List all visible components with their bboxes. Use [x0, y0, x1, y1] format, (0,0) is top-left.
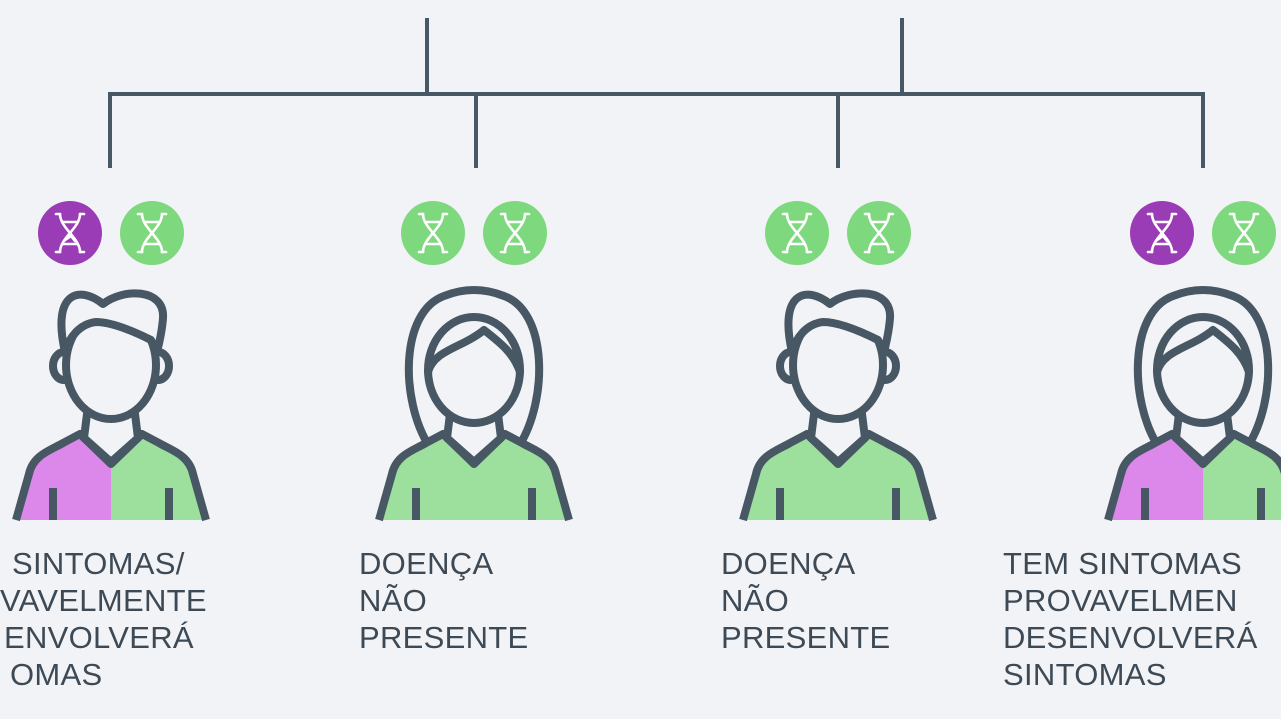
caption-child-2: DOENÇA NÃO PRESENTE — [359, 545, 529, 656]
dna-strand — [58, 212, 82, 254]
shirt — [379, 434, 569, 520]
caption-line: DOENÇA — [721, 546, 856, 581]
hair — [57, 289, 167, 356]
dna-strand — [421, 212, 445, 254]
family-tree-connectors — [108, 18, 1205, 168]
caption-line: TEM SINTOMAS — [1003, 546, 1242, 581]
dna-normal-icon — [1212, 201, 1276, 265]
caption-line: NÃO — [359, 583, 428, 618]
dna-strand — [785, 212, 809, 254]
caption-line: PRESENTE — [359, 620, 529, 655]
fringe — [1153, 326, 1253, 376]
caption-line: PRESENTE — [721, 620, 891, 655]
caption-child-3: DOENÇA NÃO PRESENTE — [721, 545, 891, 656]
caption-line: SINTOMAS/ — [12, 546, 185, 581]
dna-strand — [867, 212, 891, 254]
children-figures — [12, 201, 1281, 522]
caption-line: PROVAVELMEN — [1003, 583, 1238, 618]
caption-line: SINTOMAS — [1003, 657, 1167, 692]
caption-line: OMAS — [10, 657, 103, 692]
dna-strand — [1150, 212, 1174, 254]
caption-child-4: TEM SINTOMAS PROVAVELMEN DESENVOLVERÁ SI… — [1003, 545, 1258, 693]
hair — [784, 289, 894, 356]
dna-strand — [140, 212, 164, 254]
dna-strand — [1232, 212, 1256, 254]
fringe — [424, 326, 524, 376]
shirt — [743, 434, 933, 520]
caption-line: ENVOLVERÁ — [4, 620, 194, 655]
girl-figure-icon — [1104, 286, 1281, 522]
boy-figure-icon — [739, 289, 937, 522]
dna-normal-icon — [483, 201, 547, 265]
dna-strand — [503, 212, 527, 254]
boy-figure-icon — [12, 289, 210, 522]
caption-line: NÃO — [721, 583, 790, 618]
dna-mutation-mark — [1155, 234, 1169, 243]
dna-normal-icon — [847, 201, 911, 265]
caption-line: DOENÇA — [359, 546, 494, 581]
dna-affected-icon — [1130, 201, 1194, 265]
caption-line: VAVELMENTE — [0, 583, 207, 618]
dna-normal-icon — [120, 201, 184, 265]
girl-figure-icon — [375, 286, 573, 522]
dna-normal-icon — [401, 201, 465, 265]
caption-line: DESENVOLVERÁ — [1003, 620, 1258, 655]
dna-normal-icon — [765, 201, 829, 265]
caption-child-1: SINTOMAS/ VAVELMENTE ENVOLVERÁ OMAS — [0, 545, 207, 693]
dna-affected-icon — [38, 201, 102, 265]
dna-mutation-mark — [63, 234, 77, 243]
